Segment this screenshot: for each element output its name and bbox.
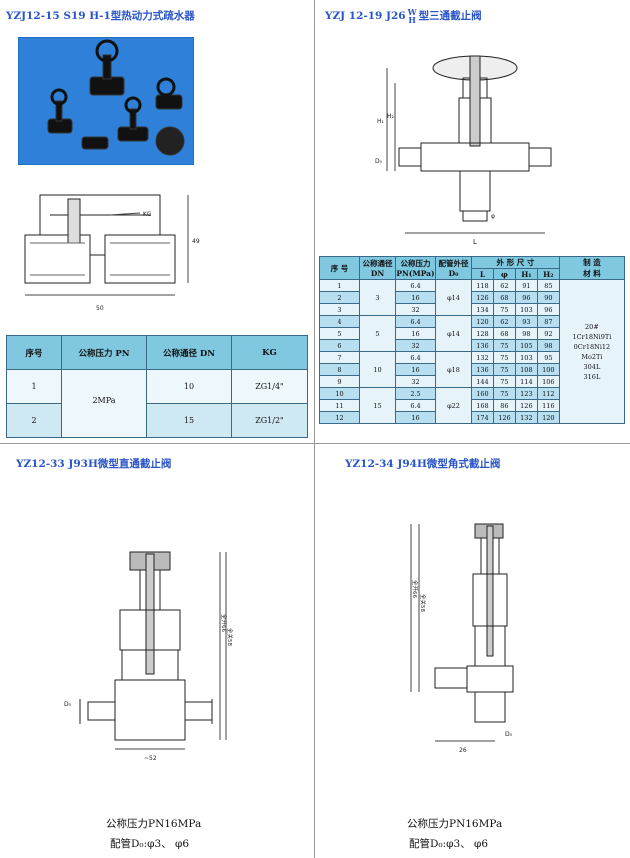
vertical-divider [314, 0, 315, 858]
dim-d0: D₀ [64, 701, 72, 708]
dim-d0: D₀ [505, 731, 513, 738]
dim-h1: H₁ [377, 118, 385, 125]
dim-width: ~52 [144, 755, 157, 762]
horizontal-divider [0, 443, 630, 444]
header-pn: 公称压力 PN [61, 335, 147, 370]
header-dn: 公称通径 DN [146, 335, 232, 370]
header-no: 序号 [6, 335, 62, 370]
dim-l: L [473, 238, 477, 246]
straight-valve-drawing: 全开66 全关58 D₀ ~52 [64, 551, 234, 762]
dim-bottom: 50 [96, 305, 104, 312]
kg-label: KG [143, 211, 152, 218]
panel-steam-trap: YZJ12-15 S19 H-1型热动力式疏水器 [0, 0, 314, 443]
dim-d0: D₀ [375, 158, 383, 165]
dim-full-open: 全开66 [220, 614, 228, 632]
table-header-row: 序 号 公称通径 DN 公称压力 PN(MPa) 配管外径 D₀ 外 形 尺 寸… [319, 256, 626, 280]
steam-trap-drawing: KG 50 49 [24, 194, 200, 312]
three-way-valve-drawing: H₁ H₂ D₀ φ L [375, 55, 552, 246]
straight-valve-title: YZ12-33 J93H微型直通截止阀 [16, 458, 172, 470]
dim-width: 26 [459, 747, 467, 754]
angle-valve-pressure: 公称压力PN16MPa [407, 818, 503, 830]
panel-angle-valve: YZ12-34 J94H微型角式截止阀 全开66 全关58 D₀ 26 公称压力… [315, 444, 630, 858]
product-photo [17, 36, 195, 166]
dim-full-open: 全开66 [411, 580, 419, 598]
steam-trap-title: YZJ12-15 S19 H-1型热动力式疏水器 [6, 10, 195, 22]
dim-full-closed: 全关58 [419, 594, 427, 612]
straight-valve-pipe: 配管D₀:φ3、 φ6 [110, 838, 190, 850]
angle-valve-title: YZ12-34 J94H微型角式截止阀 [345, 458, 501, 470]
angle-valve-pipe: 配管D₀:φ3、 φ6 [409, 838, 489, 850]
panel-straight-valve: YZ12-33 J93H微型直通截止阀 全开66 全关58 D₀ ~52 公称压… [0, 444, 314, 858]
dim-phi: φ [491, 213, 495, 220]
straight-valve-pressure: 公称压力PN16MPa [106, 818, 202, 830]
steam-trap-table: 序号 公称压力 PN 公称通径 DN KG 1 2MPa 10 ZG1/4" 2… [6, 335, 308, 438]
dim-h2: H₂ [387, 113, 395, 120]
valve-photo-illustration [17, 36, 195, 166]
dim-full-closed: 全关58 [226, 628, 234, 646]
angle-valve-drawing: 全开66 全关58 D₀ 26 [410, 523, 514, 754]
table-row: 1 2MPa 10 ZG1/4" [6, 369, 308, 438]
table-row: 2 15 ZG1/2" [6, 403, 308, 438]
dim-height: 49 [192, 238, 200, 245]
header-kg: KG [231, 335, 308, 370]
table-header-row: 序号 公称压力 PN 公称通径 DN KG [6, 335, 308, 370]
three-way-valve-table: 序 号 公称通径 DN 公称压力 PN(MPa) 配管外径 D₀ 外 形 尺 寸… [319, 256, 626, 424]
